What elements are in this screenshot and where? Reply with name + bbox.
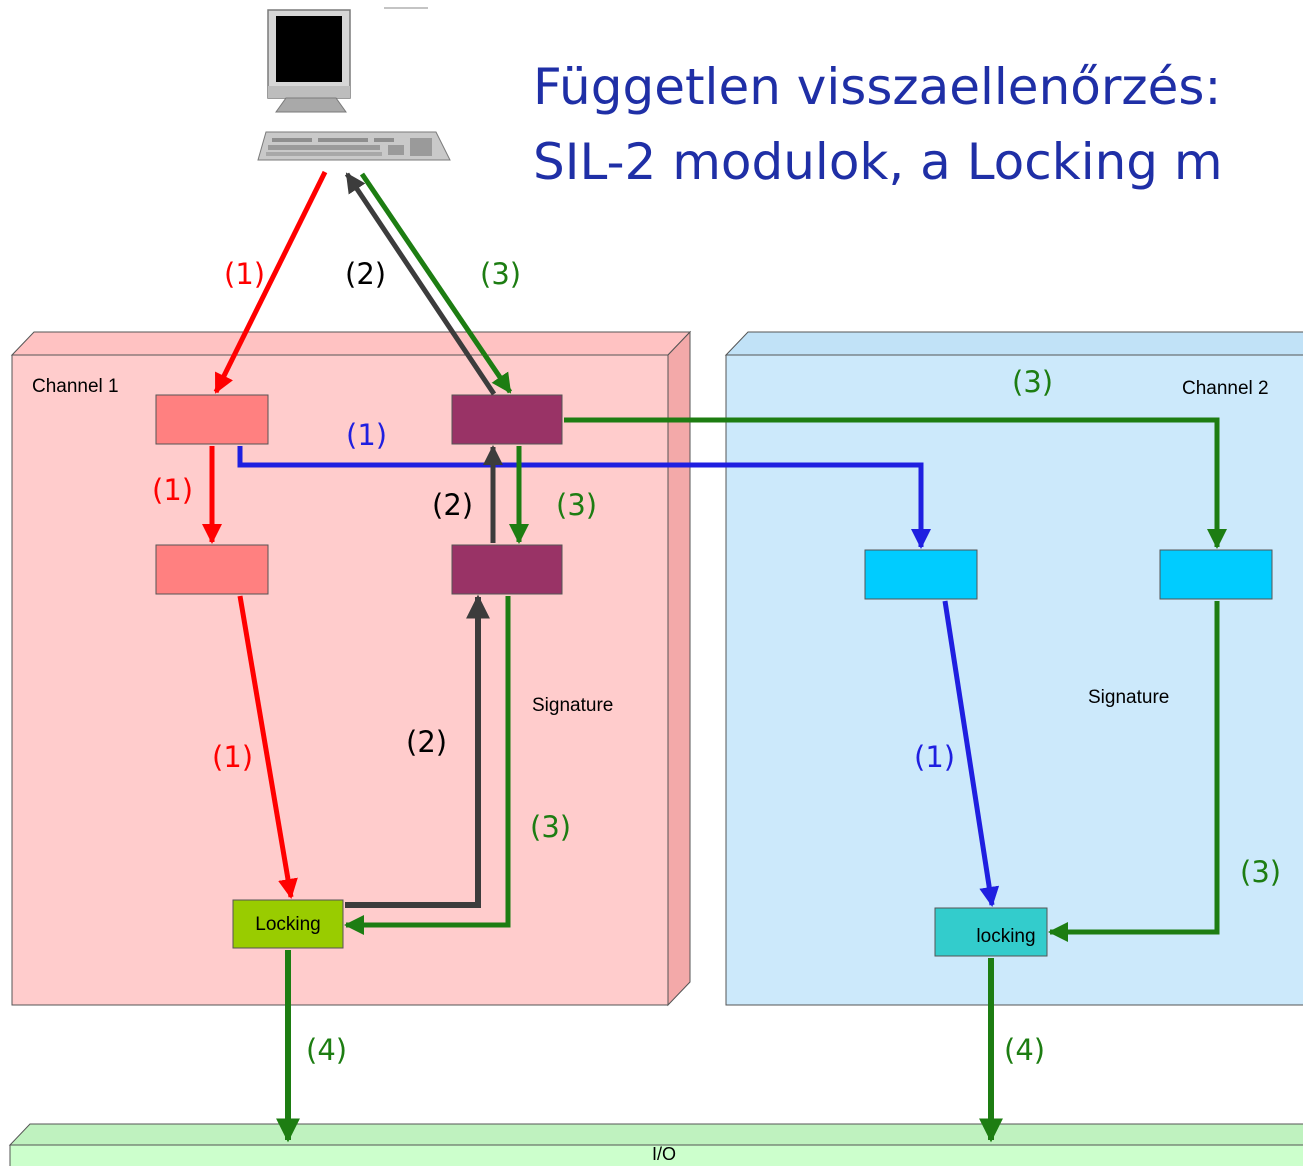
- arrow-step3-computer-to-ch1: [359, 172, 513, 394]
- step-label-3-ch2-right: (3): [1240, 855, 1281, 889]
- step-label-2-low: (2): [406, 725, 447, 759]
- step-label-1-ch1-a: (1): [152, 473, 193, 507]
- ch2-module-a: [864, 549, 978, 600]
- step-label-4-ch1: (4): [306, 1033, 347, 1067]
- title-line-1: Független visszaellenőrzés:: [533, 58, 1222, 116]
- arrow-step3-ch2-b-to-locking: [1048, 601, 1220, 942]
- arrow-step2-ch1-to-computer: [344, 172, 497, 396]
- step-label-2-top: (2): [345, 257, 386, 291]
- ch1-signature-label: Signature: [532, 695, 613, 716]
- step-label-3-ch2-top: (3): [1012, 365, 1053, 399]
- arrow-step2-locking-to-ch1-d: [345, 594, 490, 908]
- step-label-3-top: (3): [480, 257, 521, 291]
- io-label: I/O: [652, 1144, 676, 1164]
- ch2-locking-label: locking: [976, 926, 1035, 947]
- arrow-step1-ch2-a-to-locking: [942, 600, 1000, 907]
- step-label-1-ch2-low: (1): [914, 740, 955, 774]
- ch2-module-b: [1159, 549, 1273, 600]
- step-label-3-low: (3): [530, 810, 571, 844]
- ch1-locking-box: [232, 899, 344, 949]
- step-label-1-top: (1): [224, 257, 265, 291]
- step-label-4-ch2: (4): [1004, 1033, 1045, 1067]
- step-label-1-ch1-low: (1): [212, 740, 253, 774]
- computer-icon: [257, 7, 451, 161]
- arrow-step1-ch1-to-ch2: [237, 446, 931, 549]
- title-line-2: SIL-2 modulok, a Locking m: [533, 133, 1223, 191]
- step-label-2-mid: (2): [432, 488, 473, 522]
- ch1-module-d: [451, 544, 563, 595]
- ch1-module-b: [155, 544, 269, 595]
- ch1-module-a: [155, 394, 269, 445]
- ch1-locking-label: Locking: [255, 914, 321, 935]
- arrow-step3-ch1-to-ch2: [564, 417, 1227, 549]
- ch2-signature-label: Signature: [1088, 687, 1169, 708]
- arrow-step3-ch1-d-to-locking: [344, 596, 511, 935]
- ch2-locking-box: [934, 907, 1048, 957]
- arrow-step1-ch1-b-to-locking: [237, 595, 298, 899]
- ch1-module-c: [451, 394, 563, 445]
- channel-1-label: Channel 1: [32, 376, 119, 397]
- channel-2-label: Channel 2: [1182, 378, 1269, 399]
- step-label-3-mid: (3): [556, 488, 597, 522]
- arrow-step1-computer-to-ch1: [213, 170, 328, 394]
- step-label-1-blue-top: (1): [346, 418, 387, 452]
